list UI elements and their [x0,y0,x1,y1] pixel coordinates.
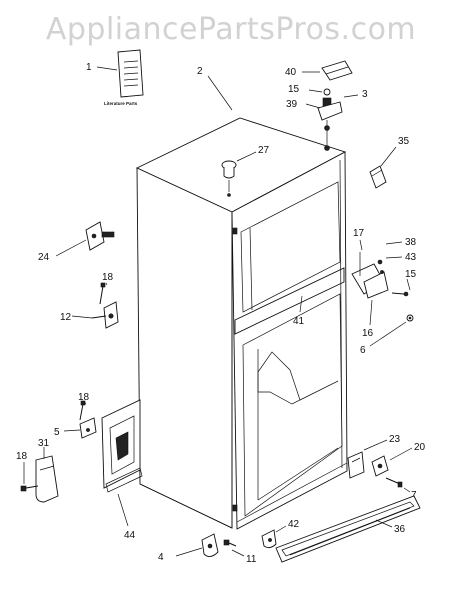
callout-1: 1 [86,62,92,73]
callout-5: 5 [54,427,60,438]
toe-grille-part-36 [275,495,421,563]
callout-41: 41 [293,316,305,327]
callout-16: 16 [362,328,374,339]
callout-31: 31 [38,438,50,449]
cabinet-body [135,117,348,530]
callout-7: 7 [411,490,417,501]
callout-42: 42 [288,519,300,530]
clip-part-5 [79,417,97,439]
screw-part-18-lower [20,485,39,492]
roller-part-4 [201,533,219,557]
callout-40: 40 [285,67,297,78]
callout-39: 39 [286,99,298,110]
callout-18c: 18 [16,451,28,462]
callout-23: 23 [389,434,401,445]
callout-18b: 18 [78,392,90,403]
bottom-hinge-part-23 [347,451,365,479]
screw-part-7 [385,477,403,488]
hinge-bracket-part-12 [91,301,119,329]
callout-36: 36 [394,524,406,535]
callout-2: 2 [197,66,203,77]
top-plug-part [221,160,237,197]
hinge-cover-part [321,60,353,81]
watermark-text: AppliancePartsPros.com [45,12,417,47]
callout-24: 24 [38,252,50,263]
callout-43: 43 [405,252,417,263]
callout-4: 4 [158,552,164,563]
screw-part-18-middle [79,400,86,421]
access-panel-part-44 [101,399,143,493]
callout-20: 20 [414,442,426,453]
callout-12: 12 [60,312,72,323]
literature-parts-label: Literature Parts [104,101,138,106]
callout-38: 38 [405,237,417,248]
clip-part-35 [369,165,387,189]
center-hinge-part [351,252,414,322]
top-hinge-part [317,88,343,151]
callout-18a: 18 [102,272,114,283]
callout-44: 44 [124,530,136,541]
callout-35: 35 [398,136,410,147]
screw-part-18-upper [99,282,106,305]
callout-11: 11 [246,554,257,565]
callout-6: 6 [360,345,366,356]
screw-part-11 [223,539,237,547]
leveling-part-42 [261,529,277,549]
callout-3: 3 [362,89,368,100]
bottom-hinge-part-20 [371,455,389,477]
callout-15b: 15 [405,269,417,280]
bracket-part-24 [85,221,115,251]
callout-27: 27 [258,145,270,156]
callout-17: 17 [353,228,365,239]
cover-part-31 [35,455,59,503]
literature-booklet-part [117,49,144,98]
callout-15a: 15 [288,84,300,95]
